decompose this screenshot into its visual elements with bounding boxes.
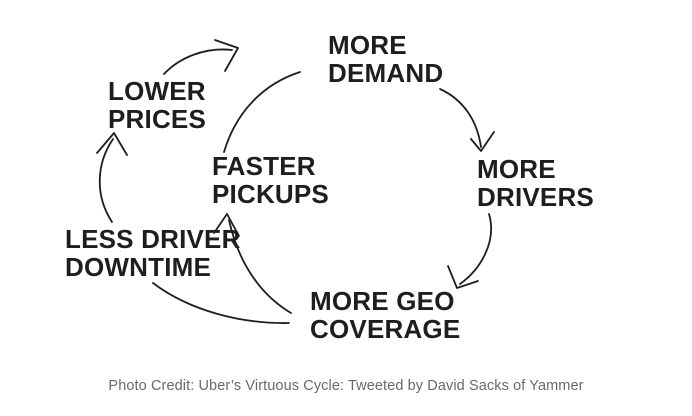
node-more-geo-coverage: MORE GEO COVERAGE: [310, 287, 460, 343]
arrow-curve: [439, 88, 482, 148]
arrow-curve: [223, 71, 301, 153]
arrowhead-icon: [214, 39, 239, 72]
node-label-line: DRIVERS: [477, 182, 594, 212]
node-label-line: LESS DRIVER: [65, 224, 241, 254]
arrow-faster-pickups-to-more-demand: [223, 71, 301, 153]
node-label-line: COVERAGE: [310, 314, 461, 344]
arrow-less-driver-downtime-to-lower-prices: [96, 132, 128, 223]
arrowhead-icon: [470, 131, 495, 152]
arrowhead-icon: [447, 265, 479, 289]
node-label-line: DEMAND: [328, 58, 444, 88]
node-label-line: PRICES: [108, 104, 207, 134]
arrow-curve: [459, 213, 492, 285]
arrow-curve: [98, 138, 114, 223]
node-label-line: PICKUPS: [212, 179, 329, 209]
node-faster-pickups: FASTER PICKUPS: [212, 152, 329, 208]
node-label-line: MORE GEO: [310, 286, 455, 316]
node-label-line: FASTER: [212, 151, 316, 181]
node-lower-prices: LOWER PRICES: [108, 77, 206, 133]
arrow-more-drivers-to-more-geo-coverage: [447, 213, 492, 289]
node-label-line: DOWNTIME: [65, 252, 212, 282]
arrowhead-icon: [213, 213, 240, 237]
arrow-more-demand-to-more-drivers: [439, 88, 495, 152]
photo-credit-caption: Photo Credit: Uber’s Virtuous Cycle: Twe…: [108, 378, 584, 394]
node-label-line: MORE: [328, 30, 407, 60]
arrow-more-geo-coverage-to-faster-pickups: [213, 213, 292, 314]
arrow-curve: [163, 48, 233, 75]
node-label-line: MORE: [477, 154, 556, 184]
node-more-demand: MORE DEMAND: [328, 31, 443, 87]
node-label-line: LOWER: [108, 76, 206, 106]
node-less-driver-downtime: LESS DRIVER DOWNTIME: [65, 225, 241, 281]
node-more-drivers: MORE DRIVERS: [477, 155, 594, 211]
arrow-curve: [228, 219, 292, 314]
arrow-curve: [152, 282, 290, 324]
arrowhead-icon: [96, 132, 128, 156]
arrow-lower-prices-to-more-demand: [163, 39, 239, 75]
arrow-less-driver-downtime-to-more-geo-coverage: [152, 282, 290, 324]
